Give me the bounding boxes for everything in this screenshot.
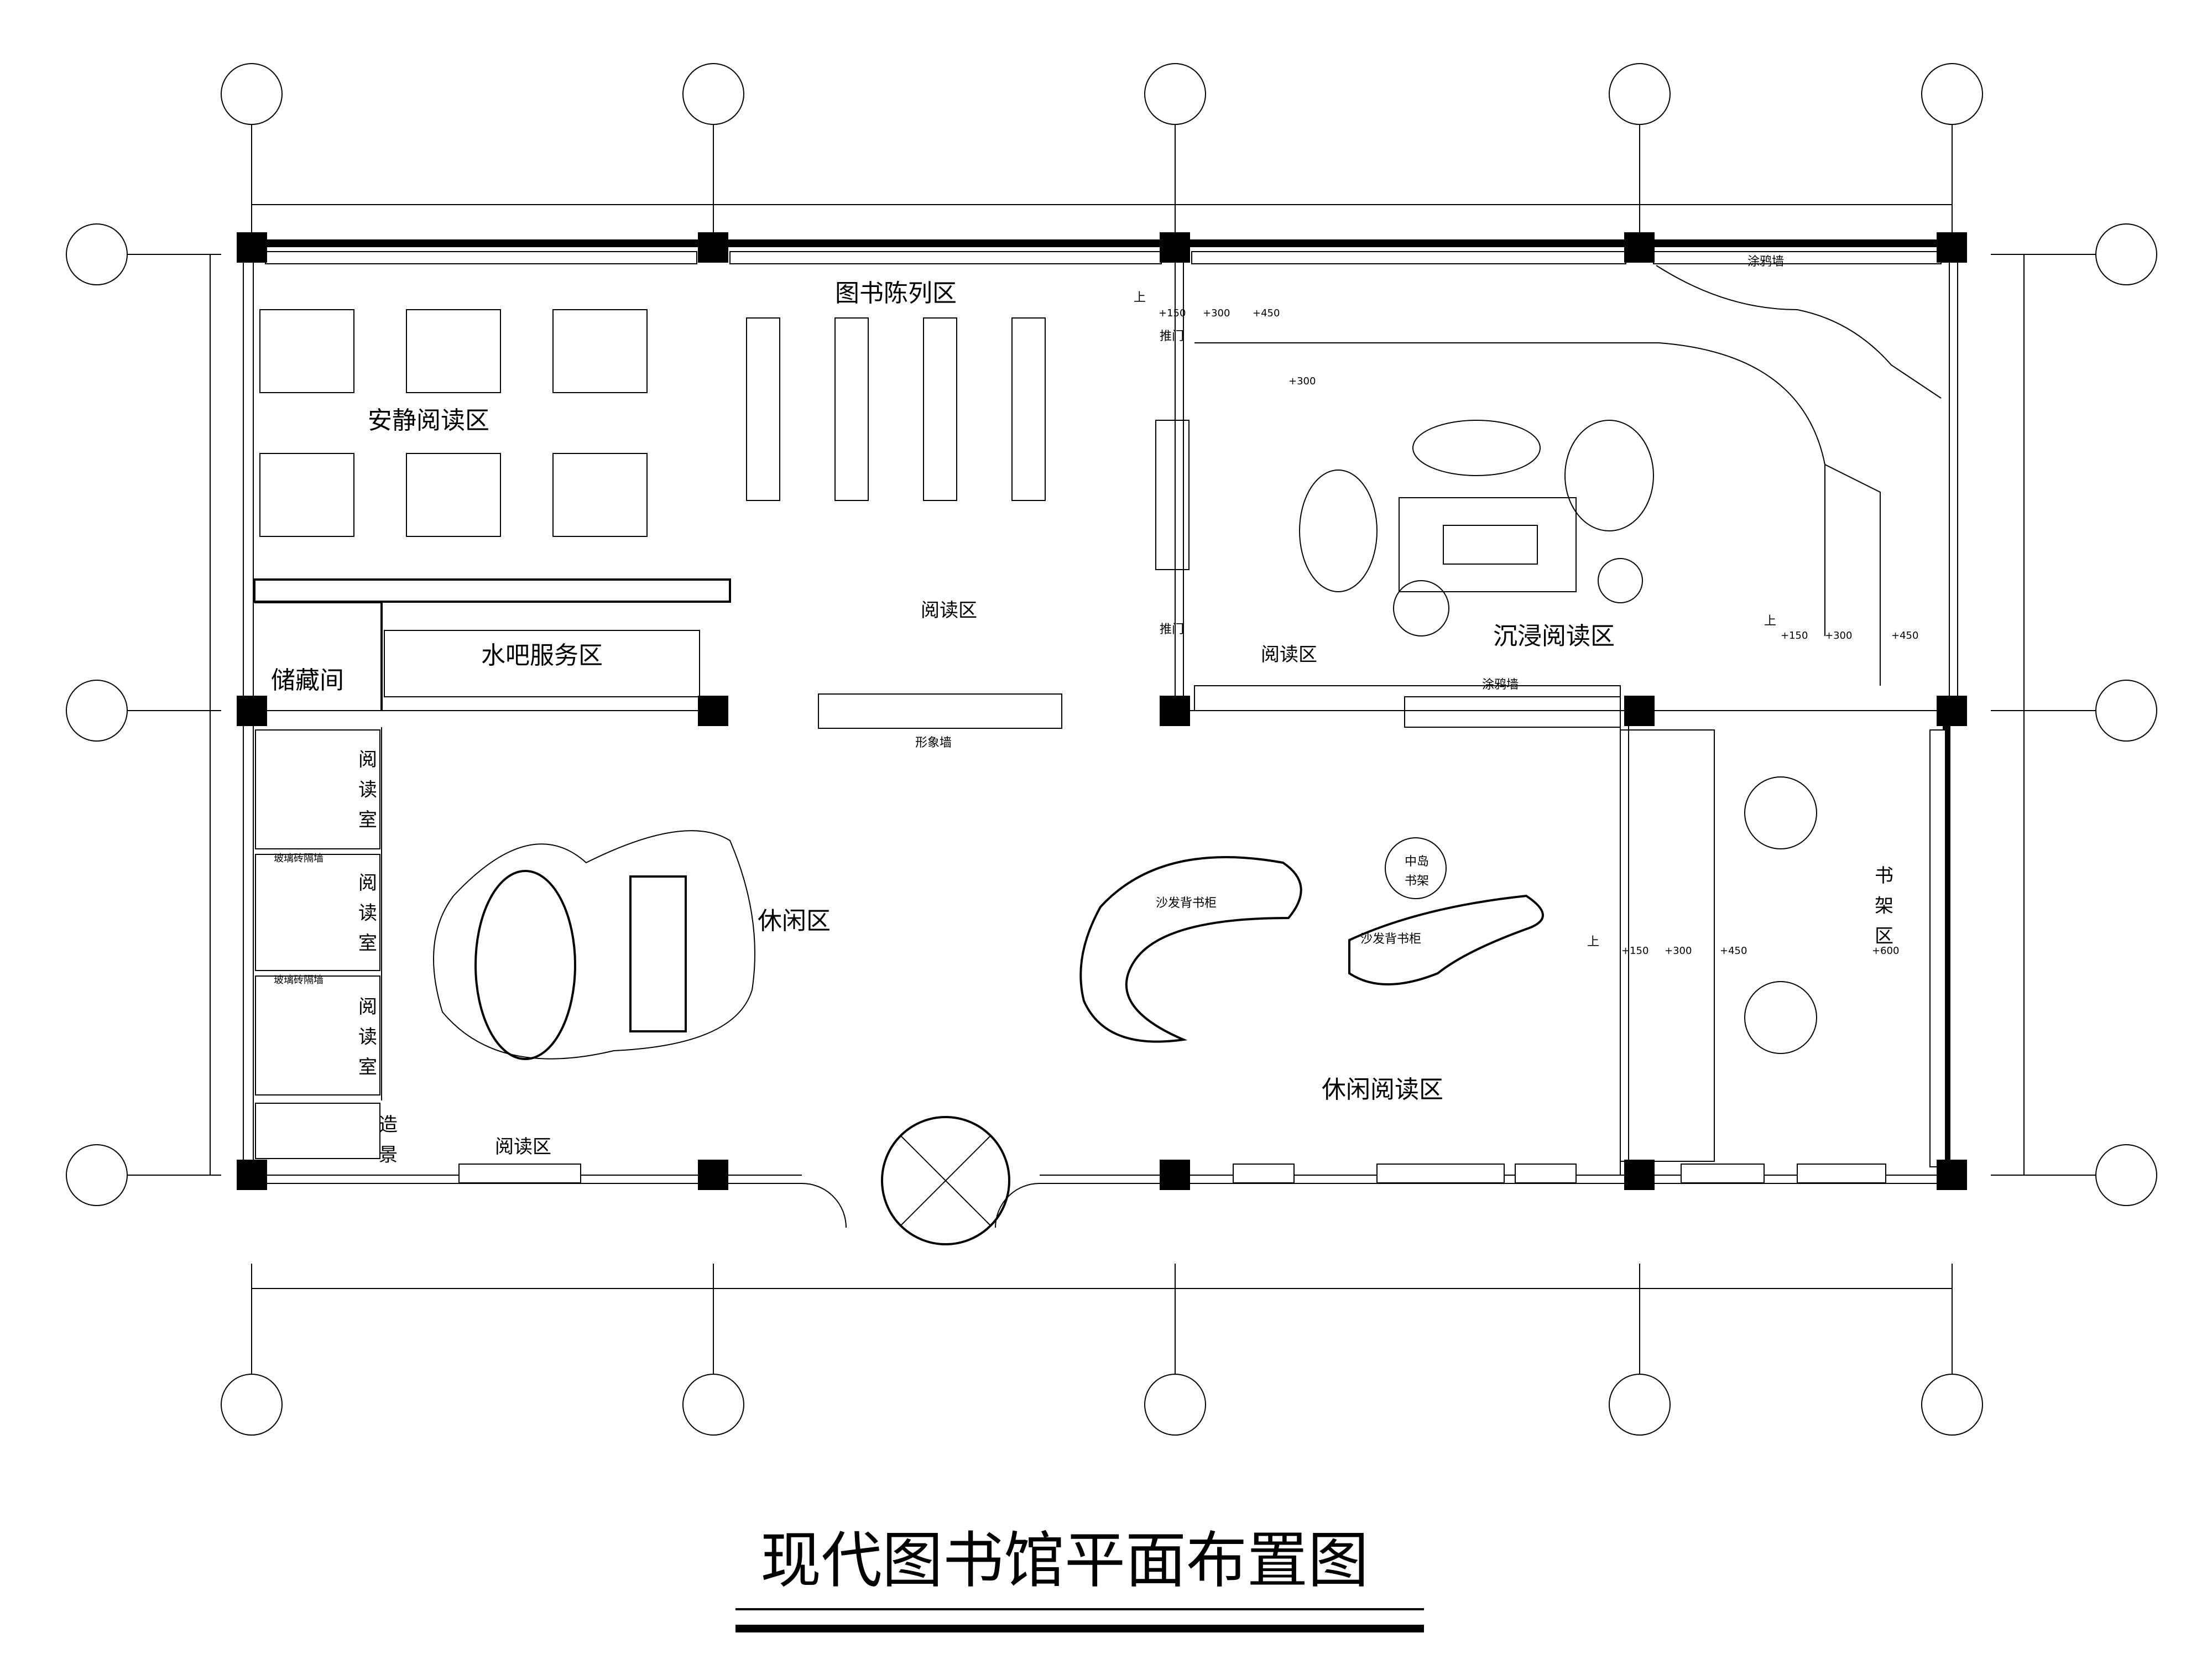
book-display-shelves	[746, 317, 1046, 501]
zone-immersive-reading: 沉浸阅读区	[1493, 622, 1615, 650]
zone-water-bar: 水吧服务区	[481, 641, 603, 670]
quiet-reading-tables	[259, 309, 648, 537]
zone-reading-center: 阅读区	[921, 599, 977, 622]
step-top-2: +300	[1203, 307, 1230, 319]
step-bottom-3: +450	[1720, 945, 1747, 957]
step-bottom-2: +300	[1665, 945, 1692, 957]
zone-reading-bottom: 阅读区	[495, 1136, 551, 1158]
entrance-revolving-door[interactable]	[801, 1116, 1040, 1245]
immersive-reading-furniture	[1194, 342, 1881, 686]
sliding-door-label-2: 推门	[1160, 623, 1184, 637]
zone-labels: 安静阅读区 图书陈列区 沉浸阅读区 水吧服务区 储藏间 休闲区 休闲阅读区 阅读…	[271, 255, 1784, 1158]
step-elevations: +150 +300 +450 +300 +150 +300 +450 +150 …	[1159, 307, 1918, 957]
up-label-3: 上	[1587, 935, 1599, 949]
structural-columns	[237, 232, 1967, 1190]
zone-quiet-reading: 安静阅读区	[368, 406, 489, 435]
step-single: +300	[1288, 375, 1316, 387]
plan-title: 现代图书馆平面布置图	[760, 1525, 1369, 1596]
reading-room-a-label: 阅读室	[358, 749, 377, 831]
zone-reading-mid: 阅读区	[1261, 644, 1317, 666]
landscape-label: 造景	[379, 1114, 398, 1166]
axis-bubbles-right	[2095, 223, 2157, 1206]
step-mid-2: +300	[1825, 630, 1852, 641]
axis-bubbles-top	[221, 63, 1983, 125]
step-mid-1: +150	[1781, 630, 1808, 641]
step-top-3: +450	[1253, 307, 1280, 319]
leisure-reading-sofa	[1079, 776, 1817, 1054]
up-label-2: 上	[1764, 614, 1776, 628]
vertical-labels: 阅读室 阅读室 阅读室 书架区 造景 中岛书架	[358, 749, 1893, 1166]
dimension-lines	[127, 124, 2096, 1374]
step-600: +600	[1872, 945, 1899, 957]
interior-partitions	[253, 420, 1715, 1162]
glass-partition-label-1: 玻璃砖隔墙	[274, 853, 324, 864]
graffiti-wall-planting	[1656, 265, 1942, 399]
glass-partition-label-2: 玻璃砖隔墙	[274, 974, 324, 986]
graffiti-wall-top-label: 涂鸦墙	[1747, 255, 1784, 269]
reading-room-c-label: 阅读室	[358, 996, 377, 1078]
axis-bubbles-bottom	[221, 1374, 1983, 1436]
sofa-cabinet-label-1: 沙发背书柜	[1156, 896, 1217, 910]
zone-storage: 储藏间	[271, 666, 344, 695]
axis-bubbles-left	[66, 223, 128, 1206]
sofa-cabinet-label-2: 沙发背书柜	[1360, 932, 1421, 946]
sliding-door-label-1: 推门	[1160, 330, 1184, 343]
zone-leisure-reading: 休闲阅读区	[1322, 1076, 1443, 1104]
graffiti-wall-mid-label: 涂鸦墙	[1482, 678, 1519, 692]
reading-room-b-label: 阅读室	[358, 872, 377, 954]
zone-leisure: 休闲区	[758, 907, 831, 935]
island-shelf-label: 中岛书架	[1405, 855, 1429, 888]
step-mid-3: +450	[1891, 630, 1918, 641]
step-bottom-1: +150	[1621, 945, 1648, 957]
leisure-area-furniture	[433, 830, 755, 1060]
zone-book-display: 图书陈列区	[835, 279, 957, 307]
step-top-1: +150	[1159, 307, 1186, 319]
image-wall-label: 形象墙	[915, 736, 952, 750]
up-label-1: 上	[1134, 291, 1146, 305]
windows-top	[265, 251, 1946, 1183]
bookshelf-area-label: 书架区	[1875, 865, 1893, 947]
